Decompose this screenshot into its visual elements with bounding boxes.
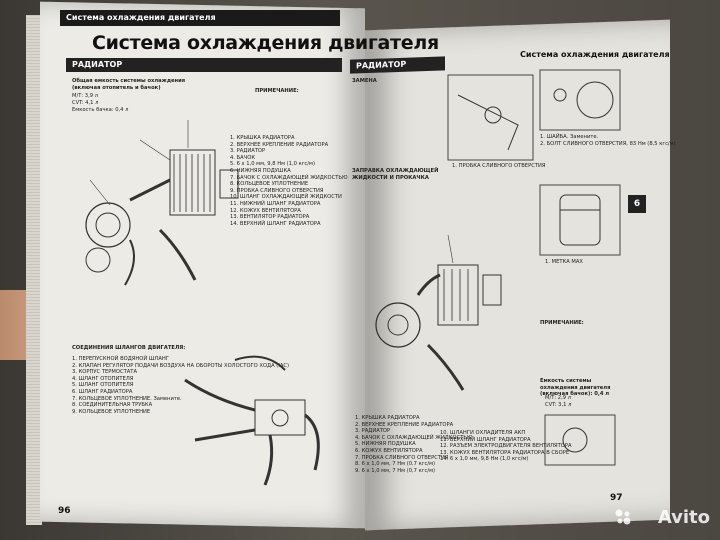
metka-label: 1. МЕТКА MAX — [545, 259, 583, 265]
hoses-title: СОЕДИНЕНИЯ ШЛАНГОВ ДВИГАТЕЛЯ: — [72, 345, 186, 351]
left-page-number: 96 — [58, 506, 71, 516]
cap-diagram — [544, 414, 616, 466]
legend-item: 2. КЛАПАН РЕГУЛЯТОР ПОДАЧИ ВОЗДУХА НА ОБ… — [72, 362, 289, 369]
legend-item: 10. ШЛАНГИ ОХЛАДИТЕЛЯ АКП — [440, 430, 526, 436]
drain-plug-diagram — [447, 74, 534, 161]
legend-item: 3. РАДИАТОР — [355, 428, 391, 435]
avito-watermark: Avito — [657, 507, 710, 528]
legend-item: 2. ВЕРХНЕЕ КРЕПЛЕНИЕ РАДИАТОРА — [355, 421, 454, 428]
legend-item: 6. КОЖУХ ВЕНТИЛЯТОРА — [355, 447, 423, 454]
capacity-value-1: М/Т: 3,9 л — [72, 93, 99, 99]
legend-item: 3. РАДИАТОР — [230, 148, 266, 155]
legend-item: 3. КОРПУС ТЕРМОСТАТА — [72, 369, 138, 376]
open-book — [20, 0, 670, 540]
right-bottom-legend-2: 10. ШЛАНГИ ОХЛАДИТЕЛЯ АКП 11. ВЕРХНИЙ ШЛ… — [440, 430, 572, 463]
legend-item: 13. КОЖУХ ВЕНТИЛЯТОРА РАДИАТОРА В СБОРЕ — [440, 449, 570, 456]
right-capacity-title: Емкость системы охлаждения двигателя (вк… — [540, 378, 611, 398]
legend-item: 1. ПЕРЕПУСКНОЙ ВОДЯНОЙ ШЛАНГ — [72, 356, 169, 362]
legend-item: 13. ВЕНТИЛЯТОР РАДИАТОРА — [230, 214, 310, 221]
legend-item: 8. СОЕДИНИТЕЛЬНАЯ ТРУБКА — [72, 402, 153, 409]
left-note-title: ПРИМЕЧАНИЕ: — [255, 88, 299, 94]
legend-item: 7. КОЛЬЦЕВОЕ УПЛОТНЕНИЕ. Замените. — [72, 395, 182, 402]
legend-item: 1. КРЫШКА РАДИАТОРА — [230, 135, 295, 141]
drain-label: 1. ПРОБКА СЛИВНОГО ОТВЕРСТИЯ — [452, 163, 546, 169]
washer-label-1: 1. ШАЙБА. Замените. — [540, 134, 599, 140]
legend-item: 12. РАЗЪЕМ ЭЛЕКТРОДВИГАТЕЛЯ ВЕНТИЛЯТОРА — [440, 443, 572, 450]
legend-item: 1. КРЫШКА РАДИАТОРА — [355, 415, 420, 421]
capacity-value-3: Емкость бачка: 0,4 л — [72, 107, 129, 113]
capacity-title: Общая емкость системы охлаждения (включа… — [72, 78, 186, 91]
chapter-tab: 6 — [628, 195, 646, 213]
legend-item: 7. ПРОБКА СЛИВНОГО ОТВЕРСТИЯ — [355, 454, 449, 461]
legend-item: 4. ШЛАНГ ОТОПИТЕЛЯ — [72, 375, 134, 382]
radiator-diagram — [85, 120, 239, 286]
legend-item: 12. КОЖУХ ВЕНТИЛЯТОРА — [230, 207, 301, 214]
legend-item: 14. ВЕРХНИЙ ШЛАНГ РАДИАТОРА — [230, 220, 321, 227]
right-page-number: 97 — [610, 493, 623, 503]
right-note-title: ПРИМЕЧАНИЕ: — [540, 320, 584, 326]
reservoir-diagram — [539, 184, 621, 256]
fill-title: ЗАПРАВКА ОХЛАЖДАЮЩЕЙ ЖИДКОСТИ И ПРОКАЧКА — [352, 168, 439, 181]
left-section-bar: РАДИАТОР — [66, 58, 342, 72]
radiator-legend: 1. КРЫШКА РАДИАТОРА 2. ВЕРХНЕЕ КРЕПЛЕНИЕ… — [230, 135, 348, 227]
legend-item: 5. 6 х 1,0 мм, 9,8 Нм (1,0 кгс/м) — [230, 161, 315, 168]
avito-logo-icon — [615, 509, 631, 525]
legend-item: 9. 6 х 1,0 мм, 7 Нм (0,7 кгс/м) — [355, 467, 436, 474]
legend-item: 6. ШЛАНГ РАДИАТОРА — [72, 388, 133, 395]
engine-hoses-diagram — [184, 355, 320, 486]
legend-item: 8. КОЛЬЦЕВОЕ УПЛОТНЕНИЕ — [230, 181, 309, 188]
right-capacity-value-2: CVT: 3,1 л — [545, 402, 572, 408]
legend-item: 8. 6 х 1,0 мм, 7 Нм (0,7 кгс/м) — [355, 461, 436, 468]
hoses-legend: 1. ПЕРЕПУСКНОЙ ВОДЯНОЙ ШЛАНГ 2. КЛАПАН Р… — [72, 356, 289, 415]
right-bottom-legend: 1. КРЫШКА РАДИАТОРА 2. ВЕРХНЕЕ КРЕПЛЕНИЕ… — [355, 415, 473, 474]
legend-item: 4. БАЧОК — [230, 154, 256, 161]
radiator-replacement-diagram — [375, 234, 502, 391]
legend-item: 9. КОЛЬЦЕВОЕ УПЛОТНЕНИЕ — [72, 408, 151, 415]
page-edges — [26, 15, 42, 525]
legend-item: 5. НИЖНЯЯ ПОДУШКА — [355, 441, 416, 448]
replace-title: ЗАМЕНА — [352, 78, 377, 84]
legend-item: 4. БАЧОК С ОХЛАЖДАЮЩЕЙ ЖИДКОСТЬЮ — [355, 434, 473, 441]
legend-item: 5. ШЛАНГ ОТОПИТЕЛЯ — [72, 382, 134, 389]
engine-block-diagram — [539, 69, 621, 131]
right-capacity-value-1: М/Т: 2,9 л — [545, 395, 572, 401]
washer-label-2: 2. БОЛТ СЛИВНОГО ОТВЕРСТИЯ, 83 Нм (8,5 к… — [540, 141, 676, 147]
legend-item: 11. ВЕРХНИЙ ШЛАНГ РАДИАТОРА — [440, 436, 531, 443]
left-page-header: Система охлаждения двигателя — [60, 10, 340, 26]
legend-item: 6. НИЖНЯЯ ПОДУШКА — [230, 167, 291, 174]
legend-item: 9. ПРОБКА СЛИВНОГО ОТВЕРСТИЯ — [230, 187, 324, 194]
legend-item: 11. НИЖНИЙ ШЛАНГ РАДИАТОРА — [230, 200, 321, 207]
legend-item: 14. 6 х 1,0 мм, 9,8 Нм (1,0 кгс/м) — [440, 456, 529, 463]
legend-item: 10. ШЛАНГ ОХЛАЖДАЮЩЕЙ ЖИДКОСТИ — [230, 194, 342, 201]
right-page-header: Система охлаждения двигателя — [520, 50, 670, 59]
legend-item: 2. ВЕРХНЕЕ КРЕПЛЕНИЕ РАДИАТОРА — [230, 141, 329, 148]
capacity-value-2: CVT: 4,1 л — [72, 100, 99, 106]
legend-item: 7. БАЧОК С ОХЛАЖДАЮЩЕЙ ЖИДКОСТЬЮ — [230, 174, 348, 181]
left-page-title: Система охлаждения двигателя — [92, 32, 439, 54]
